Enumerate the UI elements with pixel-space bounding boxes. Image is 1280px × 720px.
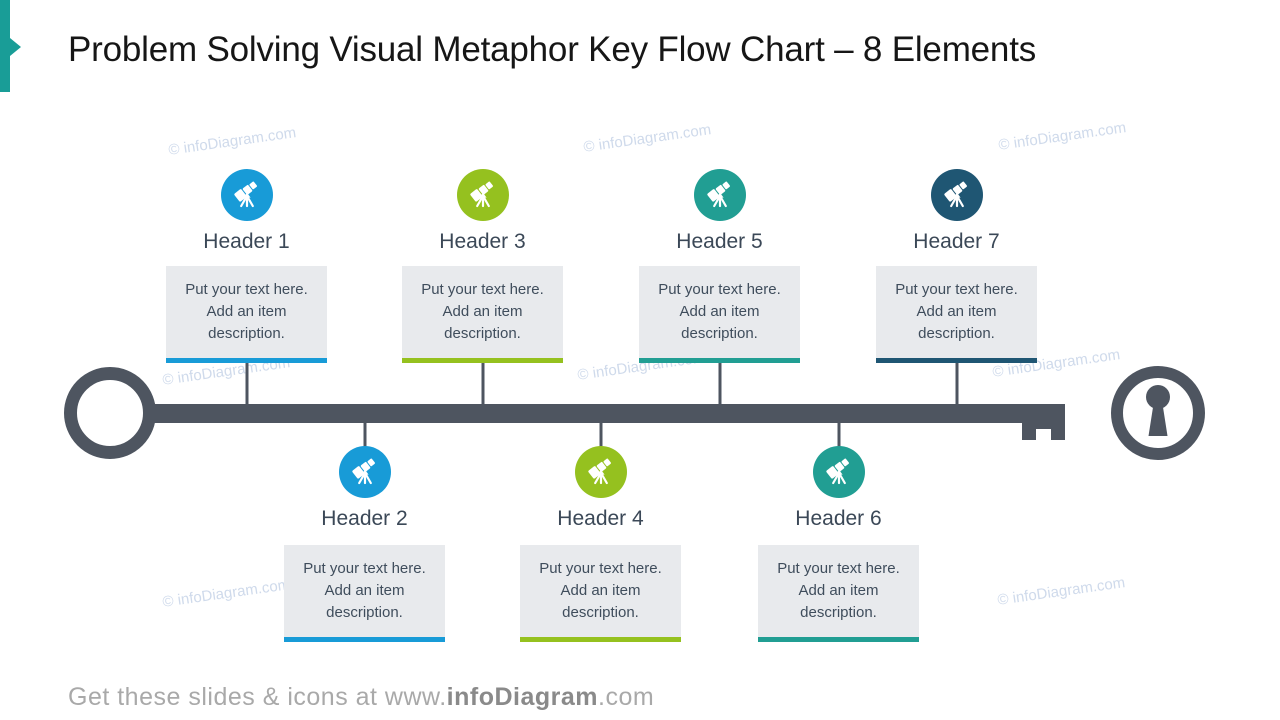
step-column-1: Header 1 Put your text here. Add an item… — [166, 169, 327, 405]
key-bow-ring — [64, 367, 156, 459]
step-header: Header 2 — [321, 507, 408, 530]
connector-line — [363, 423, 366, 447]
watermark: © infoDiagram.com — [161, 576, 292, 611]
telescope-icon — [930, 169, 983, 221]
step-column-2: Header 2 Put your text here. Add an item… — [284, 423, 445, 642]
key-teeth-bridge — [1022, 423, 1065, 429]
step-description-box: Put your text here. Add an item descript… — [402, 266, 563, 363]
step-header: Header 7 — [913, 230, 1000, 253]
footer-text-prefix: Get these slides & icons at www. — [68, 683, 447, 711]
step-description: Put your text here. Add an item descript… — [303, 560, 426, 621]
step-description-box: Put your text here. Add an item descript… — [758, 545, 919, 642]
footer-promo: Get these slides & icons at www.infoDiag… — [68, 683, 654, 712]
step-description: Put your text here. Add an item descript… — [895, 281, 1018, 342]
step-header: Header 1 — [203, 230, 290, 253]
step-column-4: Header 4 Put your text here. Add an item… — [520, 423, 681, 642]
corner-accent-chevron-icon — [10, 38, 21, 56]
telescope-icon — [220, 169, 273, 221]
connector-line — [718, 363, 721, 405]
slide-title: Problem Solving Visual Metaphor Key Flow… — [68, 30, 1037, 69]
connector-line — [599, 423, 602, 447]
footer-text-suffix: .com — [598, 683, 655, 711]
telescope-icon — [812, 446, 865, 498]
connector-line — [481, 363, 484, 405]
connector-line — [955, 363, 958, 405]
step-column-6: Header 6 Put your text here. Add an item… — [758, 423, 919, 642]
step-description-box: Put your text here. Add an item descript… — [284, 545, 445, 642]
telescope-icon — [338, 446, 391, 498]
watermark: © infoDiagram.com — [996, 574, 1127, 609]
step-header: Header 3 — [439, 230, 526, 253]
key-tooth — [1022, 423, 1036, 440]
step-description: Put your text here. Add an item descript… — [539, 560, 662, 621]
connector-line — [245, 363, 248, 405]
step-description-box: Put your text here. Add an item descript… — [166, 266, 327, 363]
step-header: Header 5 — [676, 230, 763, 253]
step-header: Header 6 — [795, 507, 882, 530]
watermark: © infoDiagram.com — [167, 124, 298, 159]
key-tooth — [1051, 423, 1065, 440]
watermark: © infoDiagram.com — [582, 121, 713, 156]
step-column-5: Header 5 Put your text here. Add an item… — [639, 169, 800, 405]
step-header: Header 4 — [557, 507, 644, 530]
step-description: Put your text here. Add an item descript… — [658, 281, 781, 342]
step-description: Put your text here. Add an item descript… — [421, 281, 544, 342]
step-description-box: Put your text here. Add an item descript… — [520, 545, 681, 642]
step-column-3: Header 3 Put your text here. Add an item… — [402, 169, 563, 405]
step-column-7: Header 7 Put your text here. Add an item… — [876, 169, 1037, 405]
watermark: © infoDiagram.com — [997, 119, 1128, 154]
telescope-icon — [574, 446, 627, 498]
connector-line — [837, 423, 840, 447]
corner-accent-bar — [0, 0, 10, 92]
step-description: Put your text here. Add an item descript… — [185, 281, 308, 342]
telescope-icon — [693, 169, 746, 221]
keyhole-icon — [1146, 385, 1170, 436]
step-description-box: Put your text here. Add an item descript… — [639, 266, 800, 363]
step-description: Put your text here. Add an item descript… — [777, 560, 900, 621]
footer-brand: infoDiagram — [446, 683, 599, 711]
telescope-icon — [456, 169, 509, 221]
key-shaft — [152, 404, 1065, 423]
step-description-box: Put your text here. Add an item descript… — [876, 266, 1037, 363]
